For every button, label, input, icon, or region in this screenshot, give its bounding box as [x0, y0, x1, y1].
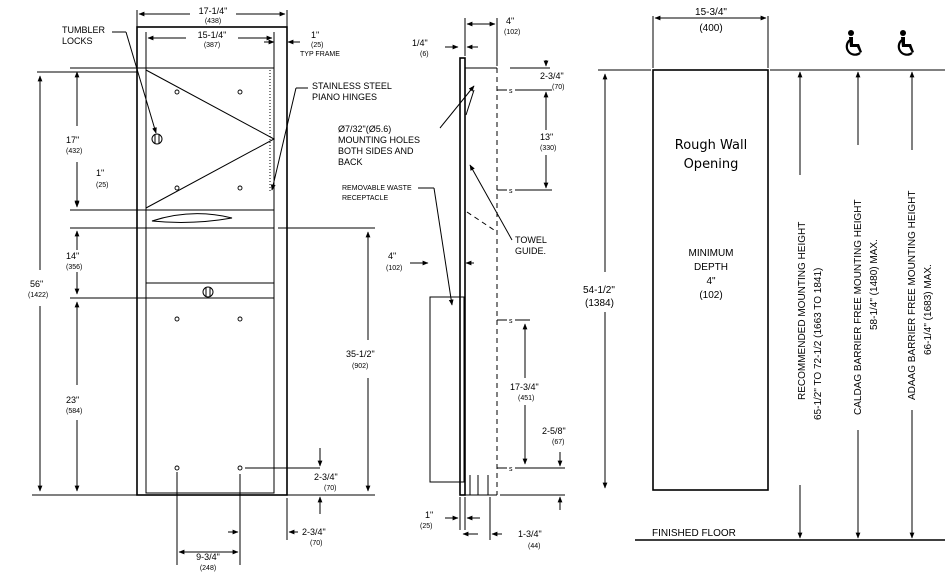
- side-frame-front: [459, 57, 466, 496]
- label-holes-4: BACK: [338, 157, 363, 167]
- dim-56-mm: (1422): [28, 292, 48, 299]
- side-view: s s s s 4" (102) 1/4" (6) 2-3/4" (70): [338, 16, 566, 550]
- dim-overall-width-mm: (438): [205, 18, 221, 25]
- dim-wall-height-mm: (1384): [585, 298, 614, 309]
- label-tumbler-locks-1: TUMBLER: [62, 25, 106, 35]
- dim-14: 14": [66, 251, 79, 261]
- dim-side-4-mm: (102): [504, 29, 520, 36]
- label-opening: Opening: [684, 157, 739, 172]
- label-tumbler-locks-2: LOCKS: [62, 36, 93, 46]
- dim-side-13-mm: (330): [540, 145, 556, 152]
- dim-side-1734-mm: (451): [518, 395, 534, 402]
- dim-234-horizontal-mm: (70): [310, 540, 322, 547]
- dim-side-234: 2-3/4": [540, 71, 564, 81]
- dim-side-258: 2-5/8": [542, 426, 566, 436]
- label-recommended-height: RECOMMENDED MOUNTING HEIGHT: [797, 222, 808, 400]
- mounting-hole-markers: s s s s: [497, 88, 513, 473]
- waste-receptacle: [429, 296, 465, 483]
- dim-wall-width: 15-3/4": [695, 7, 727, 18]
- cabinet-outer-frame: [136, 26, 288, 496]
- svg-text:s: s: [509, 318, 513, 325]
- dim-934-mm: (248): [200, 565, 216, 572]
- label-waste-1: REMOVABLE WASTE: [342, 185, 412, 192]
- dim-side-1734: 17-3/4": [510, 382, 539, 392]
- dim-side-1-mm: (25): [420, 523, 432, 530]
- towel-dispensing-slot: [151, 213, 233, 223]
- dim-overall-width: 17-1/4": [199, 6, 228, 16]
- label-hinges-2: PIANO HINGES: [312, 92, 377, 102]
- dim-934: 9-3/4": [196, 552, 220, 562]
- svg-text:s: s: [509, 188, 513, 195]
- dim-35: 35-1/2": [346, 349, 375, 359]
- dim-side-258-mm: (67): [552, 439, 564, 446]
- dim-side-1: 1": [425, 510, 433, 520]
- dim-inner-width-mm: (387): [204, 42, 220, 49]
- dim-side-134-mm: (44): [528, 543, 540, 550]
- svg-text:s: s: [509, 466, 513, 473]
- wheelchair-icon: [897, 30, 914, 56]
- dim-frame-depth: 1": [311, 30, 319, 40]
- label-depth-mm: (102): [699, 290, 722, 301]
- cabinet-inner-panel: [145, 67, 275, 494]
- rough-wall-view: 15-3/4" (400) Rough Wall Opening MINIMUM…: [583, 7, 945, 541]
- dim-23-mm: (584): [66, 408, 82, 415]
- dim-17-mm: (432): [66, 148, 82, 155]
- dim-side-4b: 4": [388, 251, 396, 261]
- dim-side-134: 1-3/4": [518, 529, 542, 539]
- label-towel-2: GUIDE.: [515, 246, 546, 256]
- front-view: 17-1/4" (438) 15-1/4" (387) 1" (25) TYP …: [28, 6, 392, 572]
- dim-side-234-mm: (70): [552, 84, 564, 91]
- label-adaag-max: 66-1/4" (1683) MAX.: [923, 264, 934, 355]
- dim-inner-width: 15-1/4": [198, 30, 227, 40]
- rough-wall-opening: [652, 69, 769, 491]
- frame-note: TYP FRAME: [300, 51, 340, 58]
- label-rough-wall: Rough Wall: [675, 138, 747, 153]
- svg-text:s: s: [509, 88, 513, 95]
- dim-frame-depth-mm: (25): [311, 42, 323, 49]
- label-towel-1: TOWEL: [515, 235, 547, 245]
- label-holes-2: MOUNTING HOLES: [338, 135, 420, 145]
- dim-wall-width-mm: (400): [699, 23, 722, 34]
- label-adaag-height: ADAAG BARRIER FREE MOUNTING HEIGHT: [907, 191, 918, 400]
- label-minimum: MINIMUM: [689, 248, 734, 259]
- label-depth: DEPTH: [694, 262, 728, 273]
- dim-1: 1": [96, 168, 104, 178]
- dim-234-vertical: 2-3/4": [314, 472, 338, 482]
- tumbler-lock-lower: [202, 286, 214, 298]
- label-holes-1: Ø7/32"(Ø5.6): [338, 124, 391, 134]
- dim-1-mm: (25): [96, 182, 108, 189]
- dim-56: 56": [30, 279, 43, 289]
- dim-35-mm: (902): [352, 363, 368, 370]
- dim-side-13: 13": [540, 132, 553, 142]
- dim-side-4: 4": [506, 16, 514, 26]
- wheelchair-icon: [845, 30, 862, 56]
- label-depth-in: 4": [706, 276, 716, 287]
- label-hinges-1: STAINLESS STEEL: [312, 81, 392, 91]
- label-waste-2: RECEPTACLE: [342, 195, 388, 202]
- tumbler-lock-upper: [151, 133, 163, 145]
- dim-side-quarter-mm: (6): [420, 51, 429, 58]
- label-caldag-max: 58-1/4" (1480) MAX.: [869, 239, 880, 330]
- dim-234-vertical-mm: (70): [324, 485, 336, 492]
- dim-14-mm: (356): [66, 264, 82, 271]
- dim-side-4b-mm: (102): [386, 265, 402, 272]
- dim-23: 23": [66, 395, 79, 405]
- dim-234-horizontal: 2-3/4": [302, 527, 326, 537]
- dim-17: 17": [66, 135, 79, 145]
- dim-side-quarter: 1/4": [412, 38, 428, 48]
- label-holes-3: BOTH SIDES AND: [338, 146, 414, 156]
- dim-wall-height: 54-1/2": [583, 285, 615, 296]
- label-recommended-range: 65-1/2" TO 72-1/2 (1663 TO 1841): [813, 268, 824, 420]
- label-finished-floor: FINISHED FLOOR: [652, 528, 736, 539]
- label-caldag-height: CALDAG BARRIER FREE MOUNTING HEIGHT: [853, 199, 864, 415]
